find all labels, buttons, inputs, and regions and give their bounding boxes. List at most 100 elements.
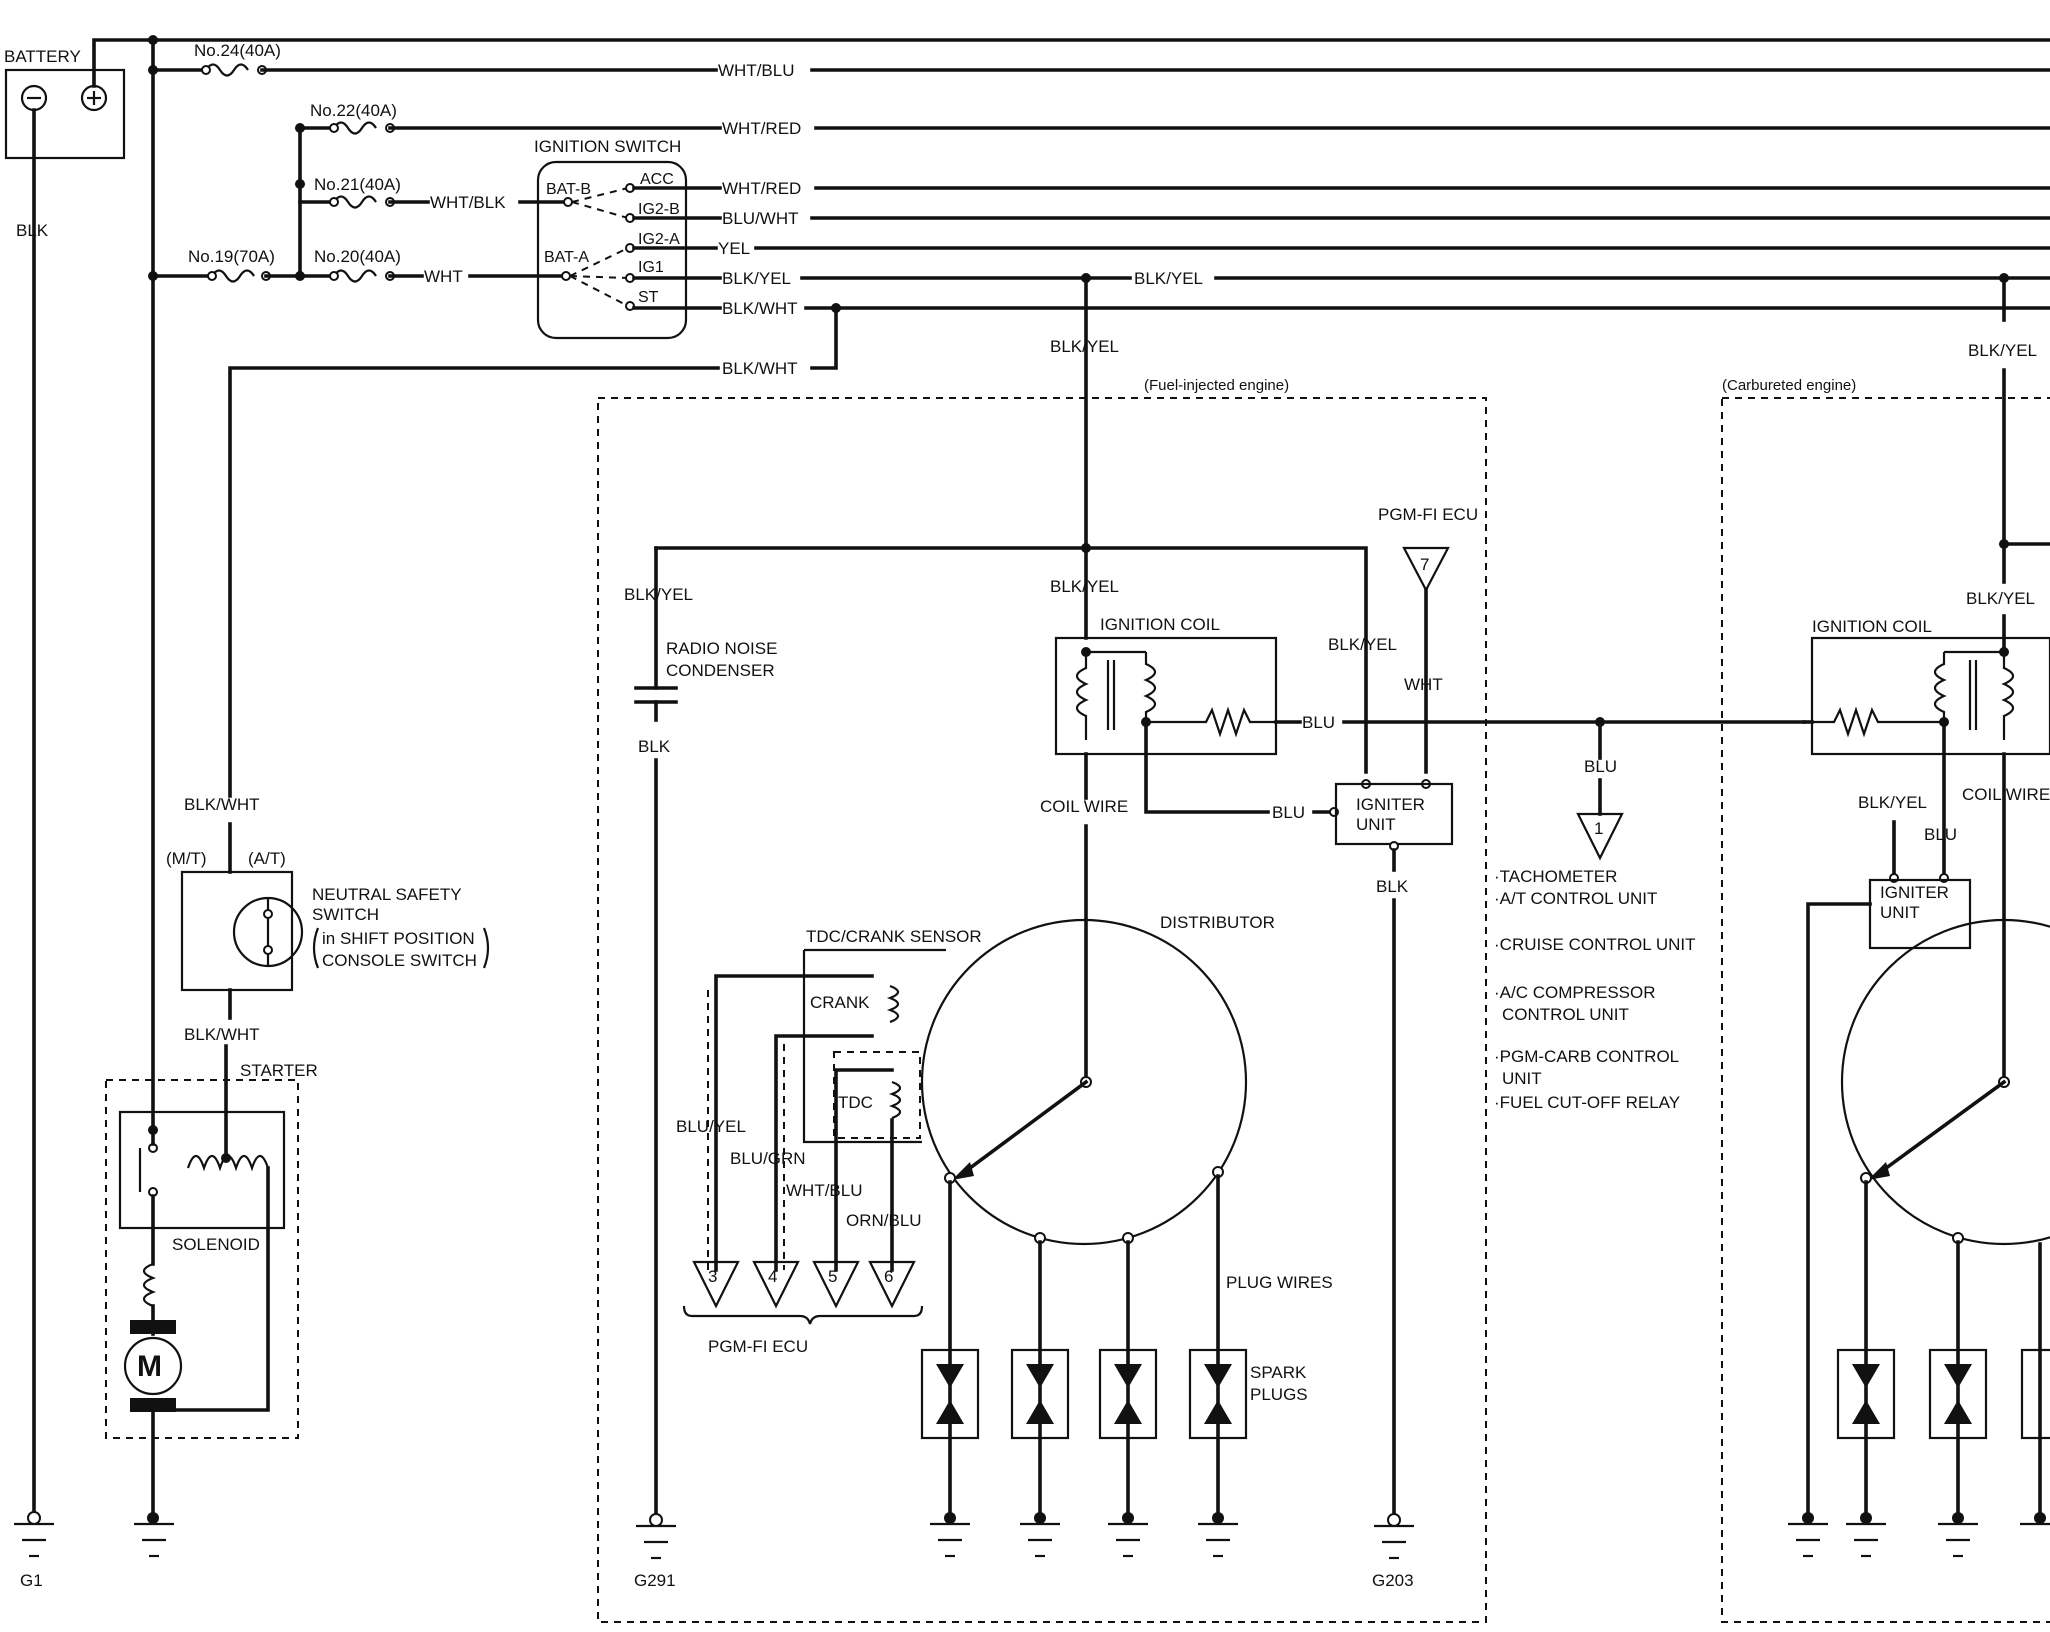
ignition-coil-carb-label: IGNITION COIL — [1812, 617, 1932, 636]
wire-label-wht-ecu: WHT — [1404, 675, 1443, 694]
crank-label: CRANK — [810, 993, 870, 1012]
tach-list-item: UNIT — [1502, 1069, 1542, 1088]
fuse-21-label: No.21(40A) — [314, 175, 401, 194]
wire-label-blu-carb-ign: BLU — [1924, 825, 1957, 844]
wire-label-blk-wht-st: BLK/WHT — [184, 1025, 260, 1044]
fuel-injected-section — [597, 397, 1487, 1623]
distributor-carb — [1840, 918, 2050, 1246]
battery-label: BATTERY — [4, 47, 81, 66]
wire-label-blk-yel-ign: BLK/YEL — [1328, 635, 1397, 654]
tdc-crank-sensor-label: TDC/CRANK SENSOR — [806, 927, 982, 946]
carbureted-label: (Carbureted engine) — [1722, 377, 1856, 394]
terminal-tach-1: 1 — [1594, 819, 1603, 838]
terminal-bat-b: BAT-B — [546, 181, 591, 198]
wire-label-blk-yel-carb-coil: BLK/YEL — [1966, 589, 2035, 608]
wire-label-wht: WHT — [424, 267, 463, 286]
igniter-fi-label-2: UNIT — [1356, 815, 1396, 834]
ground-g203-label: G203 — [1372, 1571, 1414, 1590]
neutral-safety-label-2: SWITCH — [312, 905, 379, 924]
wire-label-wht-blk: WHT/BLK — [430, 193, 506, 212]
at-label: (A/T) — [248, 849, 286, 868]
wire-label-orn-blu: ORN/BLU — [846, 1211, 922, 1230]
fuse-20-label: No.20(40A) — [314, 247, 401, 266]
wire-label-blk-yel-sw: BLK/YEL — [722, 269, 791, 288]
terminal-ig2-a: IG2-A — [638, 231, 680, 248]
tach-list-item: ·PGM-CARB CONTROL — [1494, 1047, 1679, 1066]
spark-label: SPARK — [1250, 1363, 1307, 1382]
coil-wire-fi-label: COIL WIRE — [1040, 797, 1128, 816]
solenoid-label: SOLENOID — [172, 1235, 260, 1254]
neutral-safety-label-4: CONSOLE SWITCH — [322, 951, 477, 970]
wire-label-blk-yel-carb-drop: BLK/YEL — [1968, 341, 2037, 360]
wire-label-blk-wht-down: BLK/WHT — [722, 359, 798, 378]
spark-plugs-fi — [920, 1174, 1248, 1524]
terminal-ecu-4: 4 — [768, 1267, 777, 1286]
igniter-unit-fi: IGNITER UNIT — [1334, 782, 1454, 846]
pgm-fi-ecu-terminals: 3 4 5 6 — [682, 1260, 924, 1325]
plugs-label: PLUGS — [1250, 1385, 1308, 1404]
pgm-fi-ecu-bottom-label: PGM-FI ECU — [708, 1337, 808, 1356]
terminal-ig2-b: IG2-B — [638, 201, 680, 218]
wire-label-wht-red: WHT/RED — [722, 179, 801, 198]
fuse-19-label: No.19(70A) — [188, 247, 275, 266]
wire-label-blk-cond: BLK — [638, 737, 671, 756]
distributor-fi: DISTRIBUTOR — [920, 913, 1275, 1246]
wire-label-blk-yel-carb-ign: BLK/YEL — [1858, 793, 1927, 812]
terminal-ig1: IG1 — [638, 259, 664, 276]
wire-label-blk-yel-cond: BLK/YEL — [624, 585, 693, 604]
wire-label-blu-coil: BLU — [1302, 713, 1335, 732]
battery: BATTERY ⊖ ⊕ — [4, 47, 126, 160]
ignition-coil-fi-label: IGNITION COIL — [1100, 615, 1220, 634]
ignition-switch-label: IGNITION SWITCH — [534, 137, 681, 156]
starter: STARTER SOLENOID M — [105, 1044, 318, 1439]
neutral-safety-switch: NEUTRAL SAFETY SWITCH in SHIFT POSITION … — [180, 870, 490, 992]
ground-g291-label: G291 — [634, 1571, 676, 1590]
terminal-bat-a: BAT-A — [544, 249, 589, 266]
wire-label-wht-blu-tdc: WHT/BLU — [786, 1181, 863, 1200]
terminal-ecu-7: 7 — [1420, 555, 1429, 574]
condenser-label: CONDENSER — [666, 661, 775, 680]
pgm-fi-ecu-top-label: PGM-FI ECU — [1378, 505, 1478, 524]
fuse-22-label: No.22(40A) — [310, 101, 397, 120]
wire-label-yel: YEL — [718, 239, 750, 258]
plug-wires-label: PLUG WIRES — [1226, 1273, 1333, 1292]
wire-label-blk-ign: BLK — [1376, 877, 1409, 896]
wire-label-blu-ign: BLU — [1272, 803, 1305, 822]
tach-list-item: ·TACHOMETER — [1494, 867, 1617, 886]
distributor-label: DISTRIBUTOR — [1160, 913, 1275, 932]
ignition-switch: IGNITION SWITCH BAT-B BAT-A ACC IG2-B IG… — [534, 137, 688, 340]
fuel-injected-label: (Fuel-injected engine) — [1144, 377, 1289, 394]
ground-g1-label: G1 — [20, 1571, 43, 1590]
wire-label-wht-blu: WHT/BLU — [718, 61, 795, 80]
tach-list-item: ·A/C COMPRESSOR — [1494, 983, 1656, 1002]
igniter-carb-label-2: UNIT — [1880, 903, 1920, 922]
neutral-safety-label-1: NEUTRAL SAFETY — [312, 885, 462, 904]
ignition-coil-carb: IGNITION COIL — [1810, 617, 2050, 756]
terminal-st: ST — [638, 289, 659, 306]
terminal-ecu-6: 6 — [884, 1267, 893, 1286]
neutral-safety-label-3: in SHIFT POSITION — [322, 929, 475, 948]
wire-label-blu-wht: BLU/WHT — [722, 209, 799, 228]
starter-label: STARTER — [240, 1061, 318, 1080]
terminal-acc: ACC — [640, 171, 674, 188]
ground-symbols — [14, 1511, 2050, 1560]
tdc-crank-sensor: CRANK TDC — [810, 984, 921, 1139]
terminal-ecu-3: 3 — [708, 1267, 717, 1286]
tachometer-circuit-list: ·TACHOMETER ·A/T CONTROL UNIT ·CRUISE CO… — [1494, 867, 1696, 1112]
wire-label-blu-tach: BLU — [1584, 757, 1617, 776]
wire-label-blk-wht-ns: BLK/WHT — [184, 795, 260, 814]
tdc-label: TDC — [838, 1093, 873, 1112]
wire-label-blk-yel-drop: BLK/YEL — [1050, 337, 1119, 356]
ignition-coil-fi: IGNITION COIL — [1054, 615, 1278, 756]
igniter-carb-label-1: IGNITER — [1880, 883, 1949, 902]
motor-label: M — [137, 1350, 162, 1383]
fuse-24-label: No.24(40A) — [194, 41, 281, 60]
tach-list-item: ·CRUISE CONTROL UNIT — [1494, 935, 1696, 954]
igniter-fi-label-1: IGNITER — [1356, 795, 1425, 814]
wire-label-blk-yel-main: BLK/YEL — [1134, 269, 1203, 288]
wire-label-wht-red-top: WHT/RED — [722, 119, 801, 138]
tach-list-item: ·FUEL CUT-OFF RELAY — [1494, 1093, 1680, 1112]
carbureted-section — [1721, 397, 2050, 1623]
wire-label-blk-wht-sw: BLK/WHT — [722, 299, 798, 318]
